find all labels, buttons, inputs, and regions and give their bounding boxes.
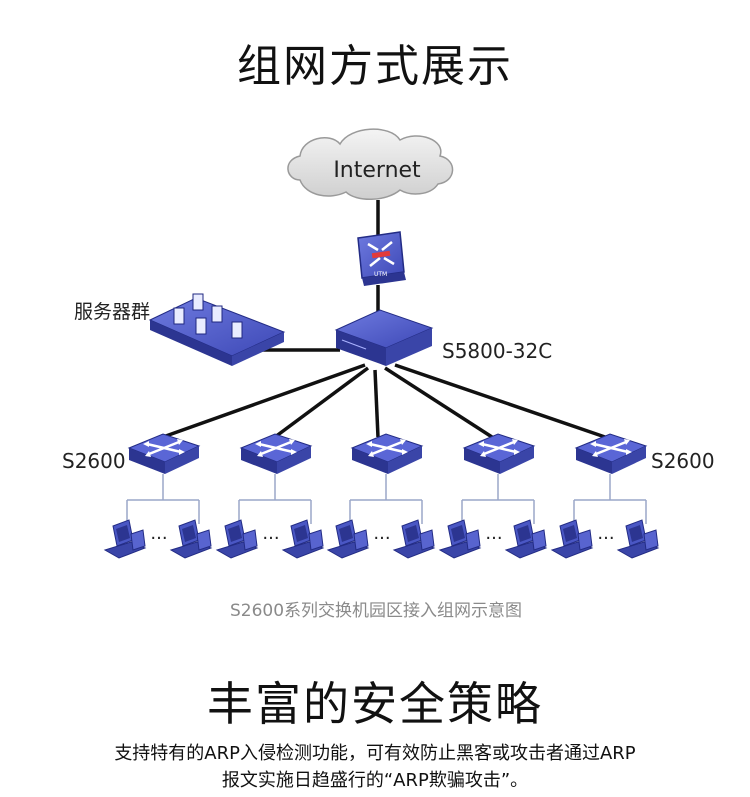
link-core-s2600-4 xyxy=(384,366,493,439)
utm-firewall-icon: UTM xyxy=(357,231,406,286)
pc-icon-10 xyxy=(616,519,660,559)
internet-label: Internet xyxy=(333,158,421,183)
section-title: 丰富的安全策略 xyxy=(207,677,543,731)
access-switch-icon-4 xyxy=(462,433,536,474)
pc-icon-6 xyxy=(392,519,436,559)
description-line-2: 报文实施日趋盛行的“ARP欺骗攻击”。 xyxy=(221,770,529,791)
pc-icon-4 xyxy=(281,519,325,559)
pc-icon-5 xyxy=(326,519,370,559)
section-description: 支持特有的ARP入侵检测功能，可有效防止黑客或攻击者通过ARP 报文实施日趋盛行… xyxy=(40,740,710,794)
access-switch-icon-3 xyxy=(350,433,424,474)
server-group-icon xyxy=(148,293,286,366)
access-switch-icon-2 xyxy=(239,433,313,474)
lan-tree-4: ··· xyxy=(438,474,548,559)
link-core-s2600-5 xyxy=(394,363,606,439)
page-title: 组网方式展示 xyxy=(237,41,513,92)
lan-tree-group: ··· ··· ··· ··· ··· xyxy=(103,474,660,559)
diagram-caption: S2600系列交换机园区接入组网示意图 xyxy=(230,601,522,621)
network-topology-diagram: Internet UTM S5800-32C 服务器群 S2600 S2600 … xyxy=(62,128,715,621)
access-switch-icon-5 xyxy=(574,433,648,474)
access-switch-label-right: S2600 xyxy=(651,449,715,473)
pc-ellipsis-3: ··· xyxy=(373,528,390,549)
pc-ellipsis-1: ··· xyxy=(150,528,167,549)
pc-ellipsis-2: ··· xyxy=(262,528,279,549)
link-core-s2600-3 xyxy=(373,369,380,438)
access-switch-label-left: S2600 xyxy=(62,449,126,473)
lan-tree-1: ··· xyxy=(103,474,213,559)
pc-ellipsis-4: ··· xyxy=(485,528,502,549)
access-switch-group xyxy=(127,433,648,474)
access-switch-icon-1 xyxy=(127,433,201,474)
lan-tree-5: ··· xyxy=(550,474,660,559)
lan-tree-2: ··· xyxy=(215,474,325,559)
pc-icon-9 xyxy=(550,519,594,559)
link-core-s2600-2 xyxy=(273,366,370,439)
link-core-s2600-1 xyxy=(162,363,366,439)
pc-icon-1 xyxy=(103,519,147,559)
internet-cloud-icon: Internet xyxy=(287,128,454,200)
core-switch-label: S5800-32C xyxy=(442,339,552,363)
core-switch-icon xyxy=(334,309,434,366)
description-line-1: 支持特有的ARP入侵检测功能，可有效防止黑客或攻击者通过ARP xyxy=(114,743,636,764)
lan-tree-3: ··· xyxy=(326,474,436,559)
pc-icon-8 xyxy=(504,519,548,559)
utm-label: UTM xyxy=(374,271,387,278)
pc-ellipsis-5: ··· xyxy=(597,528,614,549)
server-group-label: 服务器群 xyxy=(74,301,150,323)
pc-icon-7 xyxy=(438,519,482,559)
pc-icon-3 xyxy=(215,519,259,559)
pc-icon-2 xyxy=(169,519,213,559)
